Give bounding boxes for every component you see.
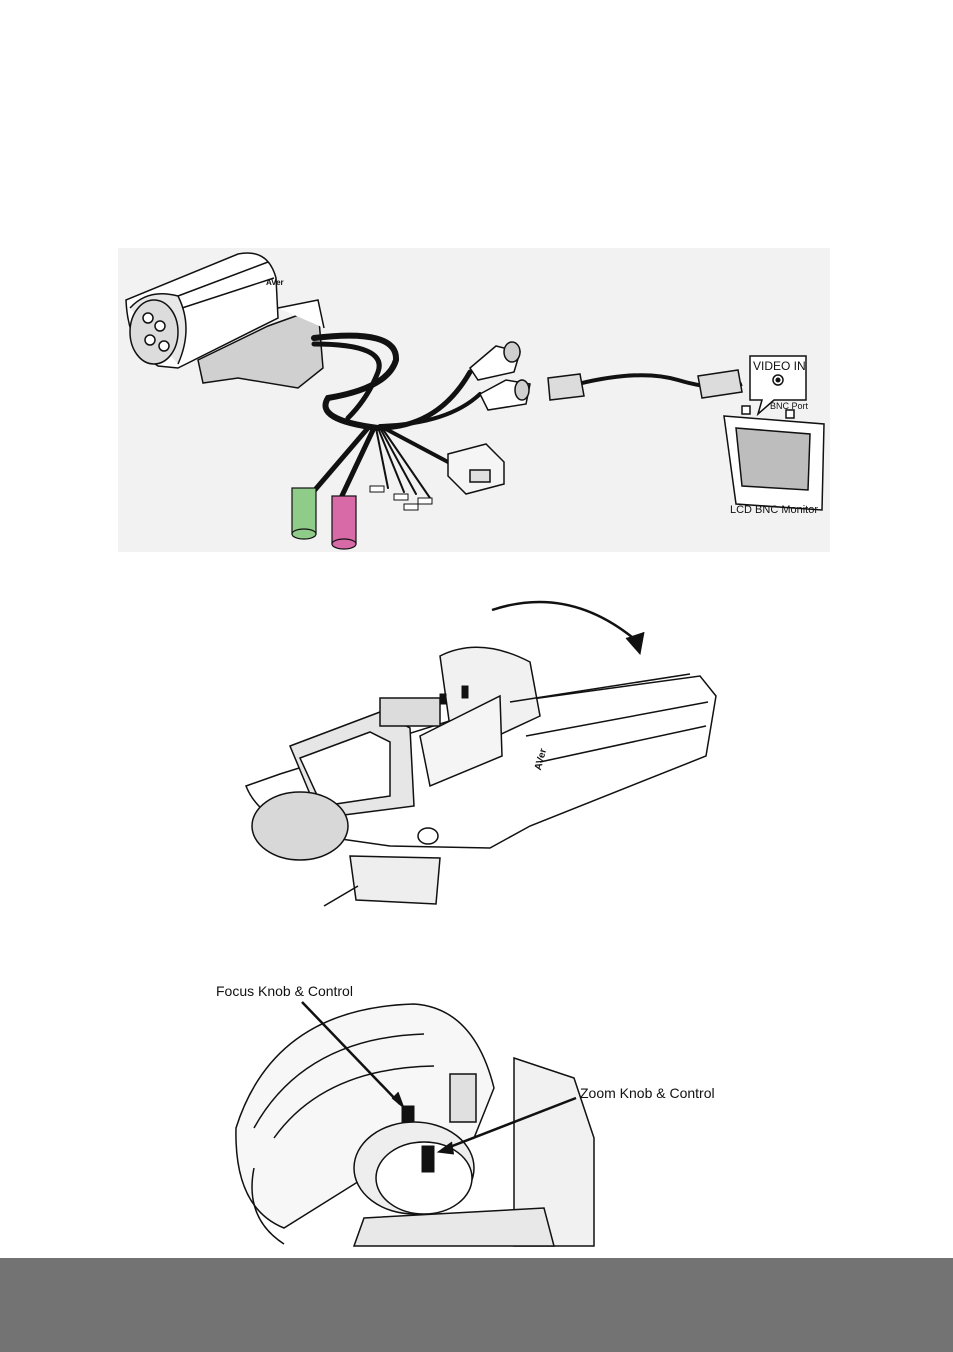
video-in-label: VIDEO IN (753, 359, 806, 373)
knob-closeup-diagram: Focus Knob & Control Zoom Knob & Control (214, 978, 754, 1248)
focus-knob-label: Focus Knob & Control (216, 983, 353, 999)
rotate-direction-arrow (492, 602, 644, 654)
zoom-knob (422, 1146, 434, 1172)
camera-connection-diagram: VIDEO IN BNC Port LCD BNC Monitor AVer (118, 248, 830, 552)
audio-out-plug (332, 496, 356, 549)
audio-in-plug (292, 488, 316, 539)
camera-brand-mark: AVer (266, 278, 284, 287)
open-housing-illustration (240, 586, 720, 912)
lcd-bnc-monitor-label: LCD BNC Monitor (730, 504, 818, 516)
camera-housing (246, 647, 716, 906)
bnc-port-label: BNC Port (770, 401, 808, 411)
open-housing-diagram: AVer (240, 586, 720, 912)
footer-bar (0, 1258, 953, 1352)
connection-illustration (118, 248, 830, 552)
zoom-knob-label: Zoom Knob & Control (580, 1085, 715, 1101)
knob-closeup-illustration (214, 978, 754, 1248)
lens-assembly (236, 1004, 594, 1246)
